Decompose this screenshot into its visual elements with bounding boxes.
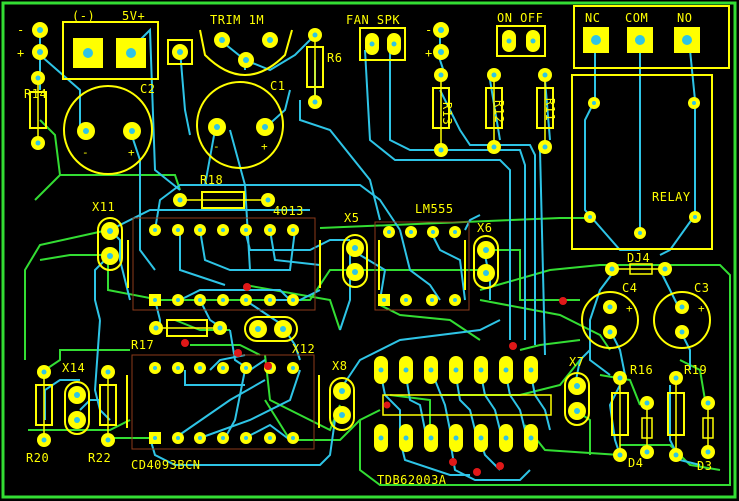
- com-label: COM: [625, 11, 648, 25]
- crystal-x8: X8: [329, 359, 355, 431]
- no-label: NO: [677, 11, 692, 25]
- x7-label: X7: [569, 355, 584, 369]
- c3-plus-label: +: [698, 302, 705, 315]
- ic-4013: 4013: [127, 204, 321, 311]
- input2-plus-label: +: [425, 46, 433, 60]
- resistor-r17: R17: [131, 319, 227, 352]
- relay-body: RELAY: [571, 74, 713, 250]
- diode-d4: D4: [628, 396, 654, 470]
- r13-label: R13: [440, 102, 454, 125]
- d4-label: D4: [628, 456, 643, 470]
- resistor-r11: R11: [536, 68, 557, 154]
- c4-plus-label: +: [626, 302, 633, 315]
- trim-pot: TRIM 1M: [199, 13, 293, 76]
- capacitor-c2: C2 - +: [63, 82, 155, 175]
- r11-label: R11: [543, 98, 557, 121]
- tdb-bottom-pins: [374, 424, 538, 452]
- x6-label: X6: [477, 221, 492, 235]
- ic-4013-pins: [149, 224, 299, 306]
- r6-label: R6: [327, 51, 342, 65]
- nc-label: NC: [585, 11, 600, 25]
- resistor-r22: R22: [88, 365, 117, 465]
- resistor-r13: R13: [432, 68, 454, 157]
- on-off-switch: ON OFF: [496, 11, 546, 57]
- relay-label: RELAY: [652, 190, 691, 204]
- capacitor-c4: C4 +: [581, 281, 639, 349]
- resistor-r12: R12: [485, 68, 506, 154]
- crystal-x14: X14: [62, 361, 90, 435]
- input-pads-right: - +: [425, 22, 449, 60]
- resistor-r16: R16: [611, 363, 653, 462]
- crystal-x5: X5: [342, 211, 368, 288]
- r16-label: R16: [630, 363, 653, 377]
- dj4-label: DJ4: [627, 251, 650, 265]
- tdb-label: TDB62003A: [377, 473, 447, 487]
- resistor-r19: R19: [667, 363, 707, 462]
- test-pad: [167, 39, 193, 65]
- ic4013-label: 4013: [273, 204, 304, 218]
- input2-minus-label: -: [425, 23, 433, 37]
- r18-label: R18: [200, 173, 223, 187]
- c1-plus-label: +: [261, 140, 268, 153]
- power-neg-label: (-): [72, 9, 95, 23]
- c2-plus-label: +: [128, 146, 135, 159]
- cd4093-label: CD4093BCN: [131, 458, 201, 472]
- crystal-x6: X6: [473, 221, 499, 289]
- resistor-r18: R18: [173, 173, 275, 209]
- c1-minus-label: -: [213, 140, 220, 153]
- c3-label: C3: [694, 281, 709, 295]
- capacitor-c1: C1 - +: [196, 79, 285, 169]
- crystal-x11: X11: [92, 200, 123, 271]
- x11-label: X11: [92, 200, 115, 214]
- r17-label: R17: [131, 338, 154, 352]
- diode-d3: D3: [697, 396, 715, 473]
- x5-label: X5: [344, 211, 359, 225]
- relay-terminal-block: NC COM NO: [573, 5, 730, 69]
- fan-spk-connector: FAN SPK: [346, 13, 406, 61]
- resistor-r20: R20: [26, 365, 53, 465]
- lm555-label: LM555: [415, 202, 454, 216]
- r12-label: R12: [492, 100, 506, 123]
- crystal-x12: X12: [244, 316, 315, 356]
- r20-label: R20: [26, 451, 49, 465]
- input-pads-left: - +: [17, 22, 48, 60]
- input-minus-label: -: [17, 23, 25, 37]
- input-plus-label: +: [17, 46, 25, 60]
- diode-dj4: DJ4: [605, 251, 672, 276]
- c1-label: C1: [270, 79, 285, 93]
- c4-label: C4: [622, 281, 637, 295]
- on-off-label: ON OFF: [497, 11, 543, 25]
- resistor-r14: R14: [24, 71, 47, 150]
- x12-label: X12: [292, 342, 315, 356]
- x14-label: X14: [62, 361, 85, 375]
- c2-minus-label: -: [82, 146, 89, 159]
- power-pos-label: 5V+: [122, 9, 145, 23]
- r22-label: R22: [88, 451, 111, 465]
- ic-lm555: LM555: [374, 202, 470, 311]
- ic-tdb62003a: TDB62003A: [374, 356, 552, 487]
- trim-label: TRIM 1M: [210, 13, 264, 27]
- d3-label: D3: [697, 459, 712, 473]
- power-connector: (-) 5V+: [62, 9, 159, 80]
- x8-label: X8: [332, 359, 347, 373]
- r19-label: R19: [684, 363, 707, 377]
- c2-label: C2: [140, 82, 155, 96]
- fan-spk-label: FAN SPK: [346, 13, 400, 27]
- crystal-x7: X7: [564, 355, 590, 426]
- vias: [181, 283, 567, 476]
- ic-cd4093: CD4093BCN: [126, 354, 320, 472]
- capacitor-c3: C3 +: [653, 281, 711, 349]
- resistor-r6: R6: [306, 28, 342, 109]
- r14-label: R14: [24, 87, 47, 101]
- tdb-top-pins: [374, 356, 538, 384]
